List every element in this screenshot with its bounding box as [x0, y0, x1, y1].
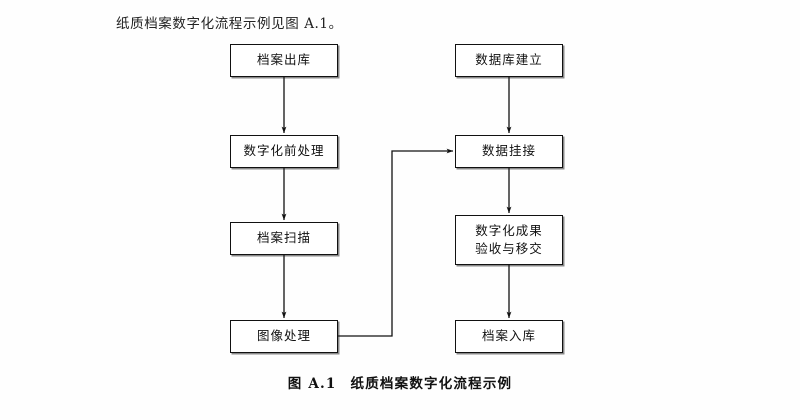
- figure-caption-title: 纸质档案数字化流程示例: [350, 376, 513, 392]
- edge-tuxiang-to-guajie: [338, 148, 454, 337]
- flow-node-shuzihua-qianchuli: 数字化前处理: [230, 135, 338, 168]
- flow-node-shujuku-jianli: 数据库建立: [455, 44, 563, 77]
- figure-caption: 图 A.1 纸质档案数字化流程示例: [0, 372, 800, 392]
- flow-node-label: 数据库建立: [475, 52, 543, 68]
- figure-caption-number: 图 A.1: [287, 376, 337, 392]
- flow-node-label-line2: 验收与移交: [475, 241, 543, 256]
- flow-node-dangan-saomiao: 档案扫描: [230, 222, 338, 255]
- flow-node-label: 档案出库: [256, 52, 311, 68]
- flow-node-label: 档案扫描: [256, 230, 311, 246]
- flow-node-label: 档案入库: [481, 328, 536, 344]
- flow-node-label: 图像处理: [256, 328, 311, 344]
- flow-node-shuju-guajie: 数据挂接: [455, 135, 563, 168]
- intro-paragraph: 纸质档案数字化流程示例见图 A.1。: [116, 16, 343, 32]
- flow-node-dangan-ruku: 档案入库: [455, 320, 563, 353]
- flow-node-tuxiang-chuli: 图像处理: [230, 320, 338, 353]
- flow-node-shuzihua-chengguo-yanshou: 数字化成果 验收与移交: [455, 215, 563, 265]
- flow-node-label: 数据挂接: [481, 143, 536, 159]
- flow-node-label: 数字化前处理: [243, 143, 325, 159]
- flow-node-label-line1: 数字化成果: [475, 222, 543, 238]
- flow-node-dangan-chuku: 档案出库: [230, 44, 338, 77]
